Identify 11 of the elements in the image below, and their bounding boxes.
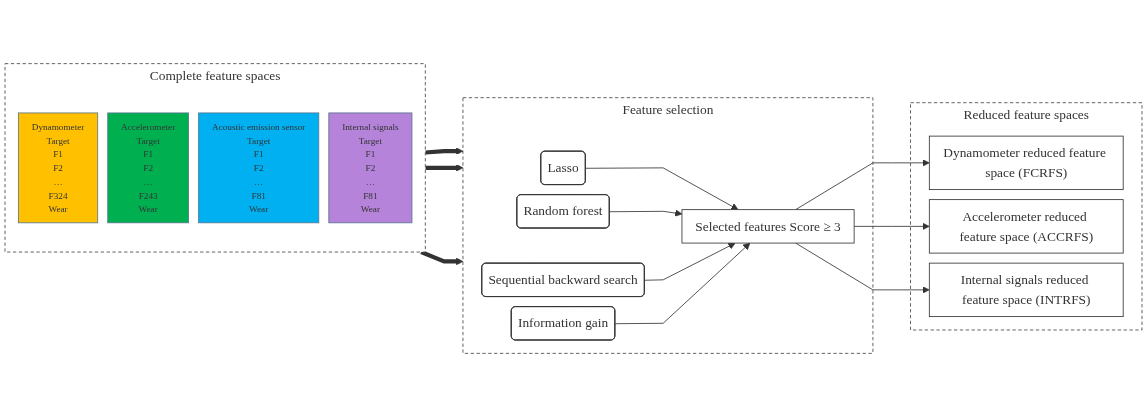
node-box: Internal signals Target F1 F2 … F81 Wear — [328, 112, 413, 224]
node-box: Accelerometer Target F1 F2 … F243 Wear — [107, 112, 189, 224]
node-box: Dynamometer reduced feature space (FCRFS) — [928, 135, 1124, 190]
node-box: Internal signals reduced feature space (INTRFS) — [928, 262, 1124, 318]
node-box: Selected features Score ≥ 3 — [681, 209, 855, 244]
node-box: Dynamometer Target F1 F2 … F324 Wear — [17, 112, 99, 224]
arrow — [425, 164, 464, 172]
arrow — [425, 147, 464, 155]
node-box: Accelerometer reduced feature space (ACCRFS) — [928, 199, 1124, 254]
node-box: Acoustic emission sensor Target F1 F2 … F81 Wear — [198, 112, 320, 224]
arrow — [420, 250, 464, 266]
